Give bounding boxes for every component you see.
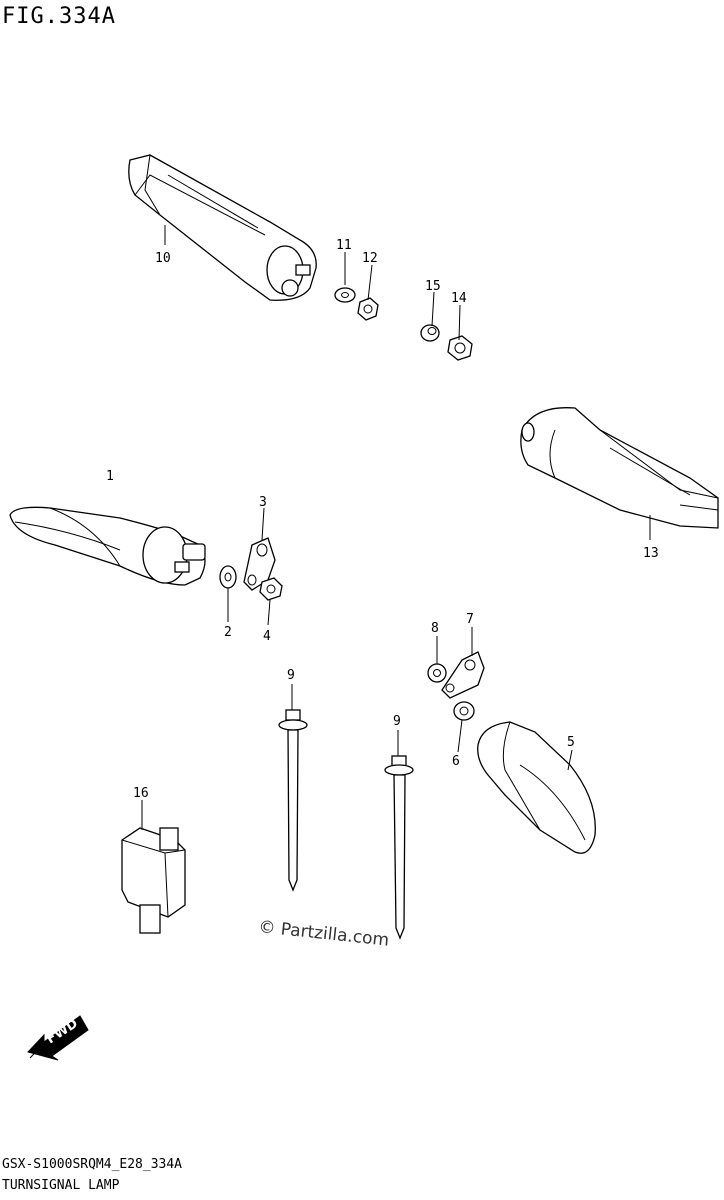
callout-13: 13 [643, 546, 659, 561]
callout-10: 10 [155, 251, 171, 266]
washer-8[interactable] [427, 663, 447, 683]
callout-4: 4 [263, 629, 271, 644]
callout-14: 14 [451, 291, 467, 306]
turnsignal-lamp-front-right[interactable] [477, 721, 596, 854]
callout-9a: 9 [287, 668, 295, 683]
nut-12[interactable] [357, 297, 379, 321]
callout-16: 16 [133, 786, 149, 801]
callout-2: 2 [224, 625, 232, 640]
cable-tie-9a[interactable] [278, 709, 308, 892]
nut-4[interactable] [259, 577, 283, 601]
model-code: GSX-S1000SRQM4_E28_334A [2, 1157, 183, 1172]
collar-15[interactable] [420, 324, 440, 342]
relay-16[interactable] [121, 827, 186, 934]
callout-15: 15 [425, 279, 441, 294]
callout-1: 1 [106, 469, 114, 484]
figure-title: FIG.334A [2, 4, 116, 29]
washer-11[interactable] [334, 287, 356, 303]
turnsignal-lamp-rear-right[interactable] [520, 407, 719, 529]
washer-2[interactable] [219, 565, 237, 589]
nut-6[interactable] [453, 701, 475, 721]
fwd-arrow-icon: FWD [27, 1015, 89, 1061]
watermark: © Partzilla.com [257, 917, 390, 951]
turnsignal-lamp-front-left[interactable] [9, 506, 206, 586]
callout-7: 7 [466, 612, 474, 627]
callout-6: 6 [452, 754, 460, 769]
callout-11: 11 [336, 238, 352, 253]
callout-12: 12 [362, 251, 378, 266]
callout-3: 3 [259, 495, 267, 510]
turnsignal-lamp-rear-left[interactable] [128, 154, 317, 301]
cable-tie-9b[interactable] [384, 755, 414, 940]
leader-lines [141, 225, 651, 830]
callout-5: 5 [567, 735, 575, 750]
nut-14[interactable] [447, 335, 473, 361]
section-name: TURNSIGNAL LAMP [2, 1178, 120, 1193]
callout-9b: 9 [393, 714, 401, 729]
plate-7[interactable] [441, 651, 485, 699]
callout-8: 8 [431, 621, 439, 636]
